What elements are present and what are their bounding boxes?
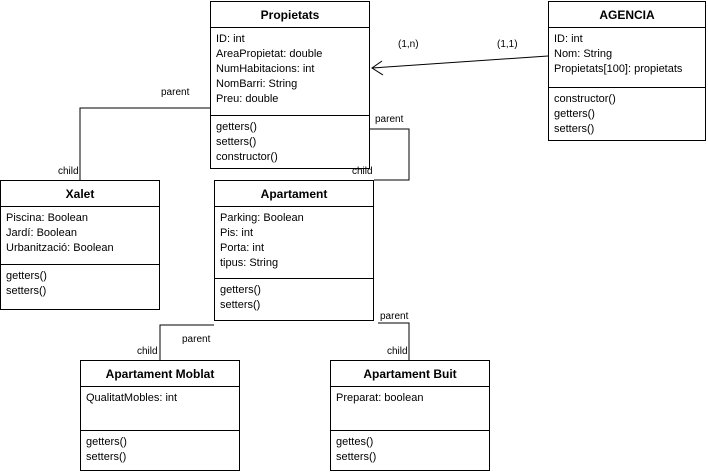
child-label-buit: child	[387, 346, 408, 357]
child-label-apartament: child	[352, 166, 373, 177]
class-apartament-moblat[interactable]: Apartament Moblat QualitatMobles: int ge…	[80, 360, 240, 471]
attribute: Urbanització: Boolean	[6, 242, 114, 254]
association-line	[371, 55, 549, 69]
attributes-section: Piscina: Boolean Jardí: Boolean Urbanitz…	[1, 207, 159, 265]
attribute: Nom: String	[554, 48, 613, 60]
multiplicity-label-propietats: (1,n)	[398, 39, 419, 50]
class-title: Apartament Buit	[331, 361, 489, 387]
methods-section: constructor() getters() setters()	[549, 88, 705, 141]
methods-section: getters() setters()	[81, 431, 239, 469]
method: setters()	[554, 123, 595, 135]
method: getters()	[220, 284, 261, 296]
attribute: NumHabitacions: int	[216, 63, 315, 75]
attributes-section: Parking: Boolean Pis: int Porta: int tip…	[215, 207, 373, 279]
method: setters()	[220, 299, 261, 311]
attribute: ID: int	[554, 33, 583, 45]
attribute: NomBarri: String	[216, 78, 298, 90]
method: gettes()	[336, 436, 374, 448]
method: getters()	[554, 108, 595, 120]
method: getters()	[216, 121, 257, 133]
parent-label-xalet: parent	[161, 87, 190, 98]
method: constructor()	[216, 151, 278, 163]
child-label-moblat: child	[137, 346, 158, 357]
connector-propietats-xalet	[79, 107, 211, 180]
attribute: Propietats[100]: propietats	[554, 63, 683, 75]
child-label-xalet: child	[58, 166, 79, 177]
attribute: Porta: int	[220, 242, 265, 254]
attribute: Parking: Boolean	[220, 212, 304, 224]
attribute: QualitatMobles: int	[86, 392, 178, 404]
attribute: Preparat: boolean	[336, 392, 424, 404]
method: setters()	[6, 285, 47, 297]
attribute: Piscina: Boolean	[6, 212, 88, 224]
method: setters()	[216, 136, 257, 148]
class-apartament-buit[interactable]: Apartament Buit Preparat: boolean gettes…	[330, 360, 490, 471]
attributes-section: Preparat: boolean	[331, 387, 489, 431]
method: constructor()	[554, 93, 616, 105]
methods-section: getters() setters()	[1, 265, 159, 303]
attribute: tipus: String	[220, 257, 279, 269]
attribute: Jardí: Boolean	[6, 227, 77, 239]
class-title: Apartament	[215, 181, 373, 207]
association-arrowhead	[371, 60, 384, 76]
class-propietats[interactable]: Propietats ID: int AreaPropietat: double…	[210, 1, 370, 169]
method: setters()	[336, 451, 377, 463]
methods-section: getters() setters()	[215, 279, 373, 317]
connector-apartament-buit	[378, 322, 410, 360]
attributes-section: ID: int AreaPropietat: double NumHabitac…	[211, 28, 369, 116]
multiplicity-label-agencia: (1,1)	[497, 39, 518, 50]
methods-section: getters() setters() constructor()	[211, 116, 369, 169]
connector-apartament-moblat	[159, 324, 214, 360]
parent-label-moblat: parent	[182, 334, 211, 345]
parent-label-apartament: parent	[375, 114, 404, 125]
methods-section: gettes() setters()	[331, 431, 489, 469]
attribute: Preu: double	[216, 93, 279, 105]
class-title: AGENCIA	[549, 2, 705, 28]
attribute: Pis: int	[220, 227, 254, 239]
class-xalet[interactable]: Xalet Piscina: Boolean Jardí: Boolean Ur…	[0, 180, 160, 310]
method: setters()	[86, 451, 127, 463]
class-title: Propietats	[211, 2, 369, 28]
attribute: AreaPropietat: double	[216, 48, 323, 60]
attributes-section: ID: int Nom: String Propietats[100]: pro…	[549, 28, 705, 88]
class-title: Xalet	[1, 181, 159, 207]
method: getters()	[86, 436, 127, 448]
method: getters()	[6, 270, 47, 282]
connector-propietats-apartament	[370, 128, 410, 181]
class-agencia[interactable]: AGENCIA ID: int Nom: String Propietats[1…	[548, 1, 706, 141]
class-apartament[interactable]: Apartament Parking: Boolean Pis: int Por…	[214, 180, 374, 321]
attribute: ID: int	[216, 33, 245, 45]
attributes-section: QualitatMobles: int	[81, 387, 239, 431]
class-title: Apartament Moblat	[81, 361, 239, 387]
parent-label-buit: parent	[380, 311, 409, 322]
